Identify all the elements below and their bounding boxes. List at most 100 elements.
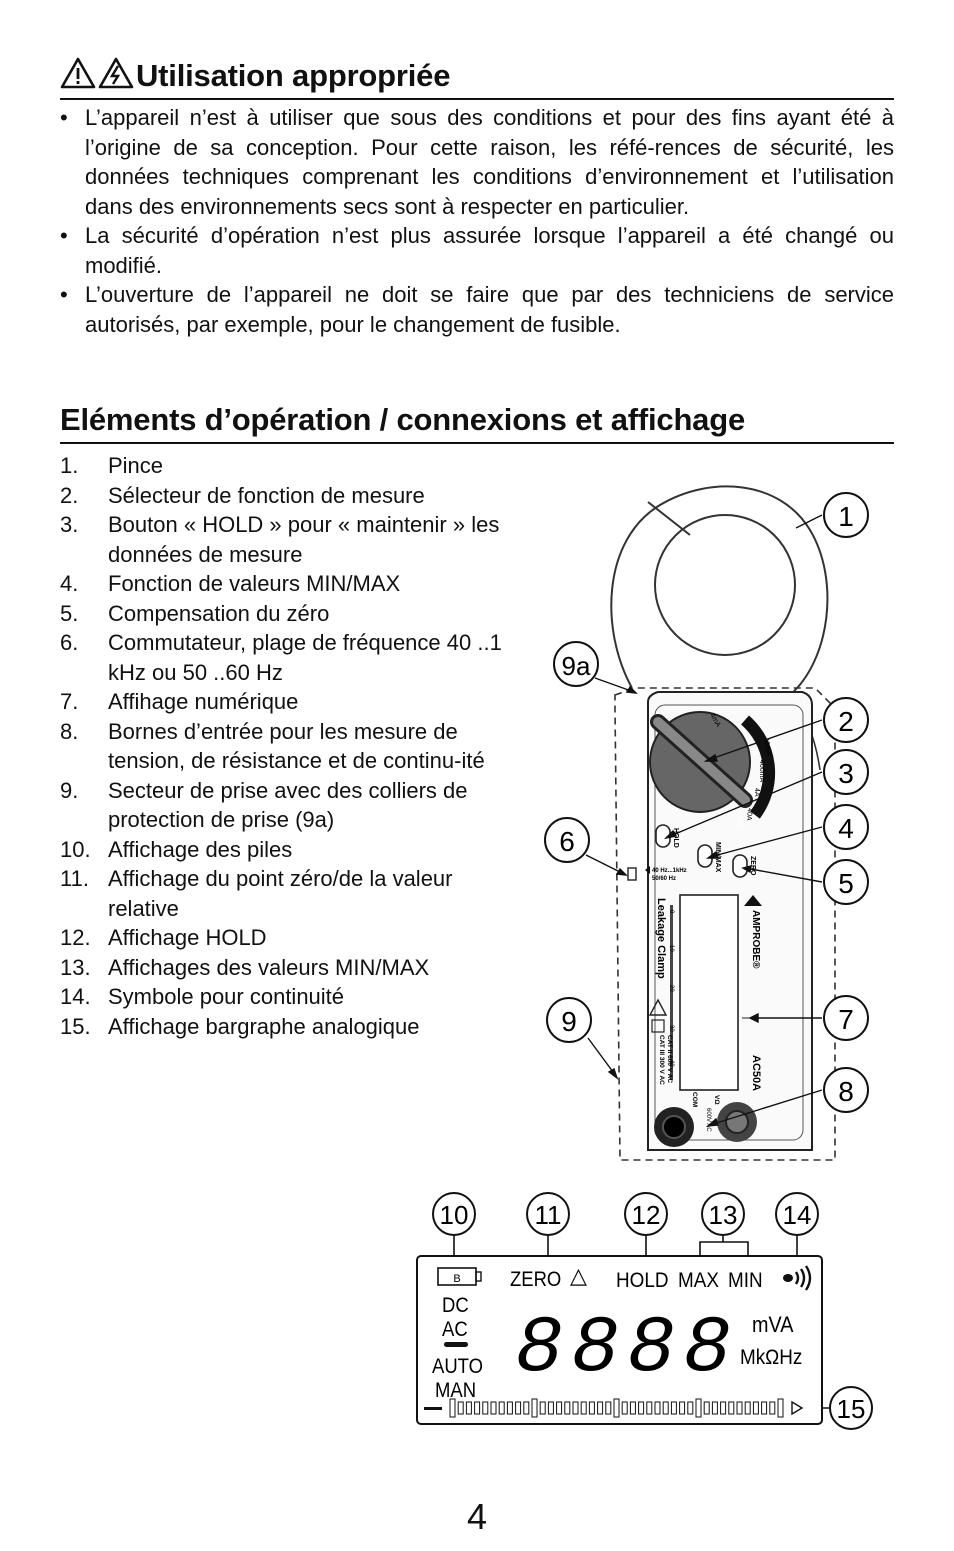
bargraph-segment bbox=[752, 1401, 759, 1415]
bargraph-segment bbox=[711, 1401, 718, 1415]
elements-numbered-list: 1.Pince 2.Sélecteur de fonction de mesur… bbox=[60, 451, 522, 1041]
lcd-minus-sign bbox=[444, 1342, 468, 1347]
bargraph-segment bbox=[539, 1401, 546, 1415]
dial-label: 400mA bbox=[758, 760, 765, 783]
cat-label: CAT II 600 V AC bbox=[666, 1035, 673, 1083]
continuity-icon bbox=[783, 1265, 812, 1291]
svg-text:40: 40 bbox=[668, 1060, 674, 1067]
bargraph-segment bbox=[769, 1401, 776, 1415]
input-rating-label: 600V AC bbox=[705, 1108, 711, 1132]
callout-11: 11 bbox=[526, 1192, 570, 1236]
list-item: 9.Secteur de prise avec des colliers de … bbox=[60, 777, 468, 833]
callout-1: 1 bbox=[823, 492, 869, 538]
warning-icon bbox=[648, 998, 668, 1016]
hold-label: HOLD bbox=[672, 828, 679, 848]
svg-text:20: 20 bbox=[668, 985, 674, 992]
bargraph-segment bbox=[523, 1401, 530, 1415]
bargraph-segment bbox=[654, 1401, 661, 1415]
bargraph-segment bbox=[605, 1401, 612, 1415]
list-item: 13.Affichages des valeurs MIN/MAX bbox=[60, 954, 430, 980]
bargraph-segment bbox=[670, 1401, 677, 1415]
bargraph-segment bbox=[531, 1398, 538, 1418]
callout-12: 12 bbox=[624, 1192, 668, 1236]
bargraph-segment bbox=[482, 1401, 489, 1415]
list-item: 5.Compensation du zéro bbox=[60, 600, 330, 626]
freq-label: 40 Hz...1kHz bbox=[652, 868, 687, 874]
bargraph-segment bbox=[490, 1401, 497, 1415]
svg-text:10: 10 bbox=[440, 1200, 469, 1230]
bargraph-segment bbox=[679, 1401, 686, 1415]
callout-9: 9 bbox=[546, 997, 592, 1043]
svg-text:4: 4 bbox=[838, 813, 854, 844]
dial-label: OFF bbox=[734, 815, 743, 830]
bargraph-arrow-icon bbox=[791, 1400, 804, 1416]
bargraph-segment bbox=[613, 1398, 620, 1418]
bargraph-segment bbox=[506, 1401, 513, 1415]
bargraph-segment bbox=[638, 1401, 645, 1415]
list-item: •La sécurité d’opération n’est plus assu… bbox=[60, 223, 894, 278]
lcd-display-illustration: 10 11 12 13 14 B ZERO △ HOLD MAX MIN DC … bbox=[416, 1192, 873, 1430]
bargraph-segment bbox=[449, 1398, 456, 1418]
lcd-max: MAX bbox=[678, 1269, 719, 1292]
svg-text:11: 11 bbox=[535, 1200, 562, 1230]
svg-text:10: 10 bbox=[668, 945, 674, 952]
svg-text:15: 15 bbox=[837, 1394, 866, 1424]
list-item: 15.Affichage bargraphe analogique bbox=[60, 1013, 420, 1039]
freq-label: 50/60 Hz bbox=[652, 876, 676, 882]
svg-text:9a: 9a bbox=[562, 651, 591, 681]
dial-label: 40mA bbox=[762, 737, 772, 757]
svg-text:1: 1 bbox=[838, 501, 854, 532]
brand-logo-icon bbox=[744, 895, 762, 906]
safety-bullet-list: •L’appareil n’est à utiliser que sous de… bbox=[60, 103, 894, 339]
lcd-auto: AUTO bbox=[432, 1355, 483, 1378]
callout-5: 5 bbox=[823, 859, 869, 905]
bargraph-segment bbox=[547, 1401, 554, 1415]
lcd-min: MIN bbox=[728, 1269, 763, 1292]
com-label: COM bbox=[691, 1092, 698, 1107]
cat-label: CAT III 300 V AC bbox=[658, 1035, 665, 1085]
bargraph-segment bbox=[703, 1401, 710, 1415]
bargraph-segment bbox=[646, 1401, 653, 1415]
svg-text:12: 12 bbox=[632, 1200, 661, 1230]
callout-4: 4 bbox=[823, 804, 869, 850]
svg-text:13: 13 bbox=[709, 1200, 738, 1230]
bargraph-segment bbox=[695, 1398, 702, 1418]
svg-text:8: 8 bbox=[838, 1076, 854, 1107]
lcd-rel-icon: △ bbox=[570, 1263, 587, 1288]
bargraph-segment bbox=[777, 1398, 784, 1418]
lcd-dc: DC bbox=[442, 1294, 469, 1317]
list-item: 1.Pince bbox=[60, 453, 164, 478]
list-item: 8.Bornes d’entrée pour les mesure de ten… bbox=[60, 718, 485, 774]
list-item: •L’ouverture de l’appareil ne doit se fa… bbox=[60, 282, 894, 337]
callout-14: 14 bbox=[775, 1192, 819, 1236]
list-item: 4.Fonction de valeurs MIN/MAX bbox=[60, 571, 401, 596]
bargraph-segment bbox=[572, 1401, 579, 1415]
frequency-switch[interactable] bbox=[627, 867, 637, 881]
bargraph-segment bbox=[761, 1401, 768, 1415]
bargraph-segment bbox=[597, 1401, 604, 1415]
page-number: 4 bbox=[466, 1496, 488, 1537]
svg-text:9: 9 bbox=[561, 1006, 577, 1037]
lcd-frame bbox=[416, 1255, 823, 1425]
list-item: 2.Sélecteur de fonction de mesure bbox=[60, 482, 425, 508]
svg-text:3: 3 bbox=[838, 758, 854, 789]
zero-button[interactable] bbox=[732, 854, 748, 878]
svg-text:6: 6 bbox=[559, 826, 575, 857]
svg-text:B: B bbox=[453, 1273, 460, 1285]
svg-text:0: 0 bbox=[668, 910, 674, 914]
bargraph-segment bbox=[580, 1401, 587, 1415]
callout-8: 8 bbox=[823, 1067, 869, 1113]
lcd-man: MAN bbox=[435, 1379, 476, 1402]
callout-6: 6 bbox=[544, 817, 590, 863]
product-label: Leakage Clamp bbox=[655, 898, 667, 979]
meter-display bbox=[679, 894, 739, 1091]
bargraph-segment bbox=[588, 1401, 595, 1415]
list-item: 12.Affichage HOLD bbox=[60, 925, 267, 950]
bargraph-segment bbox=[728, 1401, 735, 1415]
svg-text:30: 30 bbox=[668, 1025, 674, 1032]
bargraph-segment bbox=[556, 1401, 563, 1415]
bargraph bbox=[424, 1398, 784, 1418]
lcd-ac: AC bbox=[442, 1318, 468, 1341]
bargraph-segment bbox=[744, 1401, 751, 1415]
lcd-digits: 8888 bbox=[515, 1304, 739, 1395]
